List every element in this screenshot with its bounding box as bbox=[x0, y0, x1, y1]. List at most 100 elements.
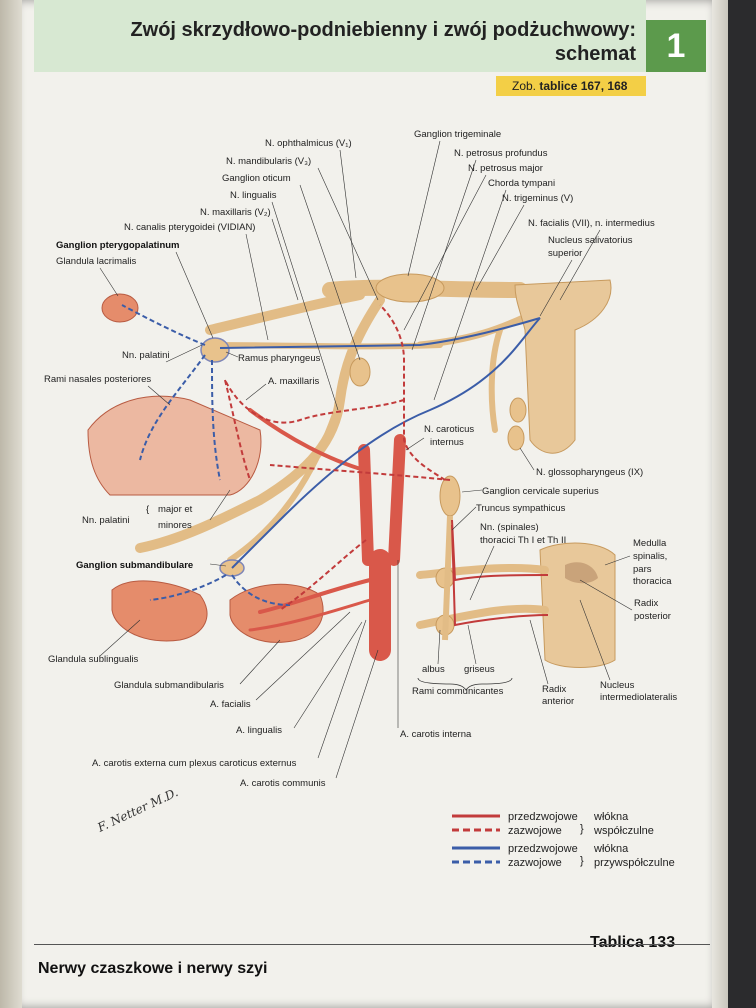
brainstem bbox=[514, 279, 612, 454]
legend-brace-symp: } bbox=[580, 823, 584, 835]
legend-fibers-symp-1: włókna bbox=[593, 811, 629, 823]
label-maxillaris-n: N. maxillaris (V₂) bbox=[200, 207, 271, 218]
label-nucleus-inter-2: intermediolateralis bbox=[600, 692, 677, 703]
labels: N. ophthalmicus (V₁) N. mandibularis (V₃… bbox=[44, 129, 677, 789]
label-trigeminale: Ganglion trigeminale bbox=[414, 129, 501, 140]
label-trigeminus: N. trigeminus (V) bbox=[502, 193, 573, 204]
plate-label: Tablica 133 bbox=[590, 934, 676, 951]
ref-value: tablice 167, 168 bbox=[539, 79, 628, 93]
trigeminal-ganglion bbox=[375, 273, 445, 303]
legend-brace-para: } bbox=[580, 855, 584, 867]
label-petrosus-prof: N. petrosus profundus bbox=[454, 148, 548, 159]
glossopharyngeal-ganglia bbox=[507, 397, 527, 451]
maxillary-artery bbox=[248, 408, 366, 472]
facial-artery bbox=[258, 578, 372, 614]
page-stack-edge bbox=[712, 0, 728, 1008]
label-medulla-2: spinalis, bbox=[633, 551, 667, 562]
label-glandula-subm: Glandula submandibularis bbox=[114, 680, 224, 691]
label-mandibularis: N. mandibularis (V₃) bbox=[226, 156, 311, 167]
label-salivatorius-1: Nucleus salivatorius bbox=[548, 235, 633, 246]
label-cervicale: Ganglion cervicale superius bbox=[482, 486, 599, 497]
ref-prefix: Zob. bbox=[512, 79, 537, 93]
label-nn-spinales-1: Nn. (spinales) bbox=[480, 522, 539, 533]
legend-post-symp: zazwojowe bbox=[508, 825, 562, 837]
book-page bbox=[22, 0, 722, 1008]
sympathetic-trunk bbox=[442, 515, 453, 641]
legend-pre-symp: przedzwojowe bbox=[508, 811, 578, 823]
label-albus: albus bbox=[422, 664, 445, 675]
label-caroticus-int-2: internus bbox=[430, 437, 464, 448]
cross-reference-tag: Zob. tablice 167, 168 bbox=[496, 76, 646, 96]
title-line-1: Zwój skrzydłowo-podniebienny i zwój podż… bbox=[130, 19, 636, 41]
lingual-artery bbox=[248, 598, 372, 632]
leader-lines bbox=[99, 140, 633, 779]
lingual-nerve bbox=[227, 397, 343, 563]
label-nucleus-inter-1: Nucleus bbox=[600, 680, 635, 691]
label-a-facialis: A. facialis bbox=[210, 699, 251, 710]
plate-number: 1 bbox=[666, 26, 686, 65]
maxillary-nerve bbox=[205, 290, 365, 335]
label-radix-post-2: posterior bbox=[634, 611, 671, 622]
legend-pre-para: przedzwojowe bbox=[508, 843, 578, 855]
label-salivatorius-2: superior bbox=[548, 248, 582, 259]
label-minores: minores bbox=[158, 520, 192, 531]
label-major-et: major et bbox=[158, 504, 193, 515]
label-truncus: Truncus sympathicus bbox=[476, 503, 566, 514]
label-facialis-vii: N. facialis (VII), n. intermedius bbox=[528, 218, 655, 229]
parasympathetic-fibers bbox=[121, 304, 541, 606]
pterygopalatine-ganglion bbox=[200, 337, 230, 363]
label-medulla-1: Medulla bbox=[633, 538, 667, 549]
external-carotid bbox=[358, 444, 374, 566]
section-title: Nerwy czaszkowe i nerwy szyi bbox=[38, 960, 268, 977]
label-petrosus-major: N. petrosus major bbox=[468, 163, 543, 174]
label-ramus-phar: Ramus pharyngeus bbox=[238, 353, 321, 364]
legend-fibers-para-1: włókna bbox=[593, 843, 629, 855]
submandibular-gland bbox=[229, 583, 324, 643]
label-a-carotis-ext: A. carotis externa cum plexus caroticus … bbox=[92, 758, 297, 769]
brace-rami bbox=[417, 677, 513, 691]
label-a-lingualis: A. lingualis bbox=[236, 725, 282, 736]
facing-page-edge bbox=[0, 0, 24, 1008]
label-ophthalmicus: N. ophthalmicus (V₁) bbox=[265, 138, 352, 149]
label-nn-palatini-bottom: Nn. palatini bbox=[82, 515, 130, 526]
label-radix-ant-2: anterior bbox=[542, 696, 574, 707]
sympathetic-fibers bbox=[224, 304, 549, 627]
label-glosso: N. glossopharyngeus (IX) bbox=[536, 467, 643, 478]
label-rami-nasales: Rami nasales posteriores bbox=[44, 374, 151, 385]
label-lingualis-n: N. lingualis bbox=[230, 190, 277, 201]
otic-ganglion bbox=[349, 357, 371, 387]
legend: przedzwojowe zazwojowe przedzwojowe zazw… bbox=[452, 811, 675, 869]
label-glandula-subl: Glandula sublingualis bbox=[48, 654, 139, 665]
internal-carotid bbox=[388, 434, 406, 566]
title-line-2: schemat bbox=[554, 43, 636, 65]
title-banner bbox=[34, 0, 646, 72]
legend-fibers-symp-2: współczulne bbox=[593, 825, 654, 837]
label-gang-subm: Ganglion submandibulare bbox=[76, 560, 193, 571]
nasal-palatal-region bbox=[87, 395, 262, 496]
label-nn-spinales-2: thoracici Th I et Th II bbox=[480, 535, 566, 546]
carotid-arteries bbox=[248, 408, 406, 661]
label-oticum: Ganglion oticum bbox=[222, 173, 291, 184]
cervical-ganglion bbox=[439, 475, 461, 517]
label-chorda: Chorda tympani bbox=[488, 178, 555, 189]
label-a-maxillaris: A. maxillaris bbox=[268, 376, 319, 387]
legend-fibers-para-2: przywspółczulne bbox=[594, 857, 675, 869]
label-medulla-4: thoracica bbox=[633, 576, 672, 587]
legend-post-para: zazwojowe bbox=[508, 857, 562, 869]
label-rami-comm: Rami communicantes bbox=[412, 686, 504, 697]
label-medulla-3: pars bbox=[633, 564, 652, 575]
label-griseus: griseus bbox=[464, 664, 495, 675]
page-title: Zwój skrzydłowo-podniebienny i zwój podż… bbox=[40, 18, 636, 66]
brace-palatini: { bbox=[146, 504, 149, 515]
label-nn-palatini-top: Nn. palatini bbox=[122, 350, 170, 361]
sublingual-gland bbox=[111, 580, 208, 642]
label-glandula-lacr: Glandula lacrimalis bbox=[56, 256, 137, 267]
label-a-carotis-int: A. carotis interna bbox=[400, 729, 472, 740]
plate-number-badge: 1 bbox=[646, 20, 706, 72]
lacrimal-gland bbox=[101, 293, 139, 323]
label-radix-ant-1: Radix bbox=[542, 684, 567, 695]
glossopharyngeal-nerve bbox=[488, 327, 503, 433]
label-gang-ptery: Ganglion pterygopalatinum bbox=[56, 240, 180, 251]
artist-signature: F. Netter M.D. bbox=[94, 785, 180, 835]
